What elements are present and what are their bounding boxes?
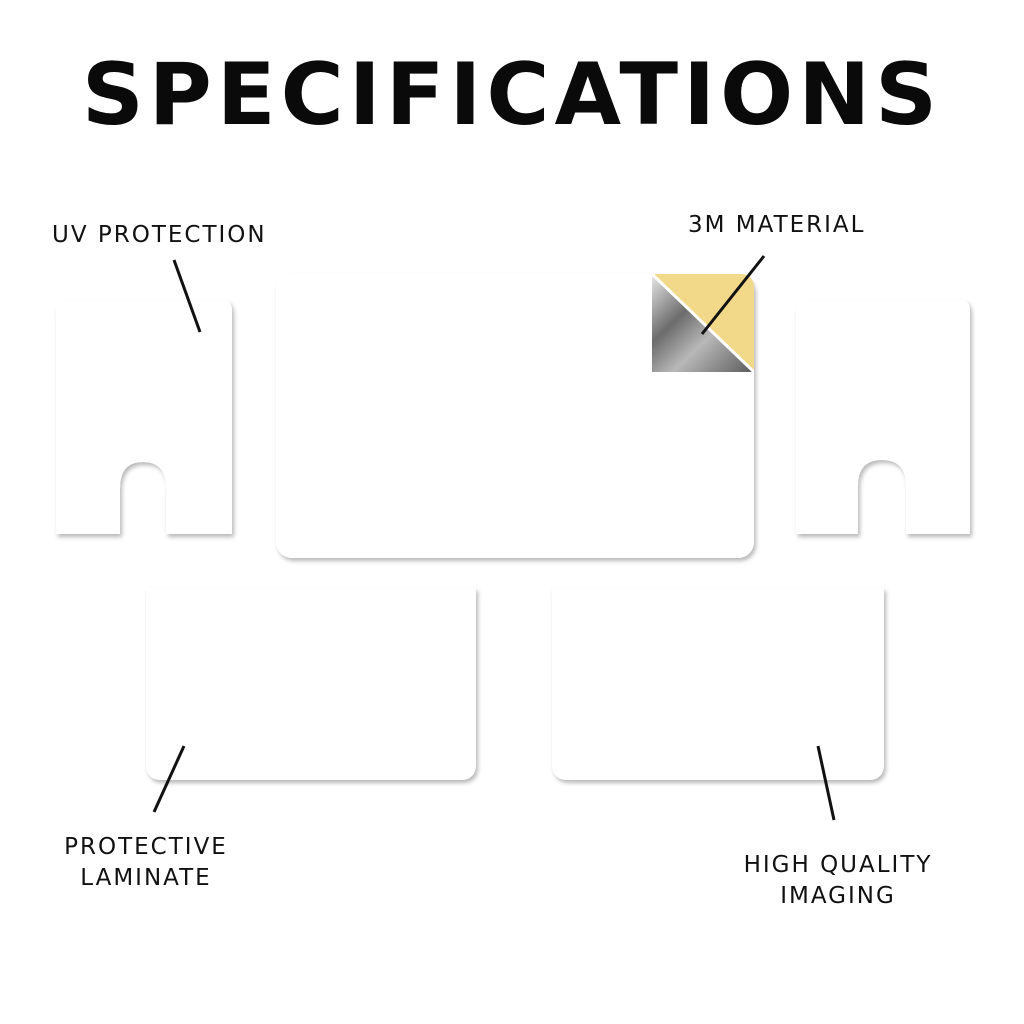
high-quality-imaging-line-2: IMAGING	[780, 883, 896, 910]
protective-laminate-line-2: LAMINATE	[80, 865, 212, 892]
left-notched-sticker	[56, 300, 232, 534]
protective-laminate-label: PROTECTIVE LAMINATE	[46, 832, 246, 894]
material-label: 3M MATERIAL	[688, 212, 866, 238]
uv-protection-label: UV PROTECTION	[52, 222, 267, 248]
protective-laminate-line-1: PROTECTIVE	[64, 834, 228, 860]
bottom-left-sticker	[146, 588, 476, 780]
page-title: SPECIFICATIONS	[81, 45, 943, 145]
imaging-callout-line	[816, 745, 836, 821]
bottom-right-sticker	[552, 588, 884, 780]
uv-callout-line	[172, 259, 202, 333]
material-callout-line	[700, 255, 766, 335]
main-sticker-card	[276, 274, 754, 558]
high-quality-imaging-line-1: HIGH QUALITY	[743, 852, 933, 878]
right-notched-sticker	[796, 300, 970, 534]
high-quality-imaging-label: HIGH QUALITY IMAGING	[718, 850, 958, 912]
laminate-callout-line	[152, 745, 186, 813]
